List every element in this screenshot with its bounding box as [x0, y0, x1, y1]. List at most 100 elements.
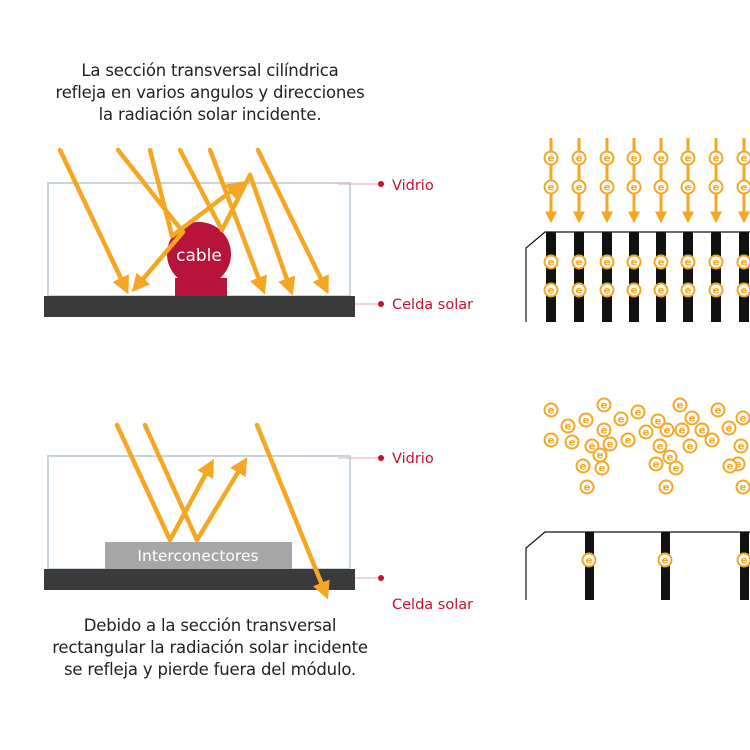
- electron-icon: e: [592, 447, 608, 463]
- electron-icon: e: [653, 282, 669, 298]
- svg-text:e: e: [685, 286, 692, 297]
- electron-icon: e: [560, 418, 576, 434]
- interconnector: [105, 542, 292, 569]
- svg-text:e: e: [589, 442, 596, 453]
- electron-icon: e: [672, 397, 688, 413]
- electron-arrows: [545, 138, 750, 224]
- ray-reflected: [131, 229, 186, 293]
- top-module: cable: [44, 147, 384, 317]
- electron-icon: e: [599, 150, 615, 166]
- svg-text:e: e: [727, 462, 734, 473]
- electron-icon: e: [682, 438, 698, 454]
- cable-bar: [656, 232, 666, 322]
- ray-reflected: [219, 172, 253, 233]
- electron-icon: e: [581, 552, 597, 568]
- cable-bar: [629, 232, 639, 322]
- svg-text:e: e: [625, 436, 632, 447]
- electron-icon: e: [735, 410, 750, 426]
- electron-icon: e: [735, 479, 750, 495]
- electron-icon: e: [626, 179, 642, 195]
- electron-icon: e: [571, 254, 587, 270]
- electron-icon: e: [543, 282, 559, 298]
- svg-text:e: e: [565, 422, 572, 433]
- bottom-glass-label: Vidrio: [392, 451, 434, 467]
- svg-text:e: e: [662, 556, 669, 567]
- electron-icon: e: [708, 179, 724, 195]
- svg-text:e: e: [631, 258, 638, 269]
- electron-icon: e: [657, 552, 673, 568]
- electron-icon: e: [684, 410, 700, 426]
- svg-text:e: e: [689, 414, 696, 425]
- svg-text:e: e: [586, 556, 593, 567]
- svg-text:e: e: [599, 464, 606, 475]
- svg-text:e: e: [741, 154, 748, 165]
- electron-icon: e: [648, 456, 664, 472]
- svg-text:e: e: [713, 183, 720, 194]
- svg-text:e: e: [685, 183, 692, 194]
- svg-text:e: e: [685, 258, 692, 269]
- svg-text:e: e: [635, 408, 642, 419]
- svg-text:e: e: [576, 258, 583, 269]
- svg-text:e: e: [713, 258, 720, 269]
- electron-icon: e: [704, 432, 720, 448]
- electron-icon: e: [652, 438, 668, 454]
- electron-icon: e: [626, 150, 642, 166]
- ray: [115, 147, 186, 235]
- bottom-caption-line-1: Debido a la sección transversal: [83, 616, 337, 635]
- bottom-glass-dot: [378, 455, 384, 461]
- svg-text:e: e: [548, 286, 555, 297]
- electron-icon: e: [578, 412, 594, 428]
- svg-text:e: e: [631, 286, 638, 297]
- svg-text:e: e: [677, 401, 684, 412]
- ray-reflected: [194, 457, 248, 543]
- svg-text:e: e: [548, 183, 555, 194]
- svg-text:e: e: [709, 436, 716, 447]
- top-caption: La sección transversal cilíndrica reflej…: [20, 60, 400, 126]
- svg-text:e: e: [713, 286, 720, 297]
- svg-text:e: e: [548, 258, 555, 269]
- top-caption-line-2: refleja en varios angulos y direcciones: [55, 83, 365, 102]
- svg-text:e: e: [657, 442, 664, 453]
- ray: [255, 147, 329, 295]
- svg-text:e: e: [607, 440, 614, 451]
- electron-icon: e: [571, 282, 587, 298]
- svg-text:e: e: [576, 154, 583, 165]
- svg-text:e: e: [741, 258, 748, 269]
- electron-icon: e: [571, 179, 587, 195]
- svg-text:e: e: [658, 154, 665, 165]
- electron-icon: e: [736, 254, 750, 270]
- svg-text:e: e: [741, 183, 748, 194]
- bottom-caption: Debido a la sección transversal rectangu…: [20, 615, 400, 681]
- electron-icon: e: [575, 458, 591, 474]
- svg-text:e: e: [601, 426, 608, 437]
- electron-icon: e: [658, 479, 674, 495]
- svg-text:e: e: [580, 462, 587, 473]
- svg-text:e: e: [715, 406, 722, 417]
- svg-text:e: e: [631, 154, 638, 165]
- top-glass-label: Vidrio: [392, 178, 434, 194]
- top-caption-line-1: La sección transversal cilíndrica: [81, 61, 339, 80]
- svg-text:e: e: [604, 183, 611, 194]
- bottom-caption-line-3: se refleja y pierde fuera del módulo.: [64, 660, 356, 679]
- cell-outline: [525, 531, 750, 600]
- cable-bars: [546, 232, 749, 322]
- bottom-caption-line-2: rectangular la radiación solar incidente: [52, 638, 368, 657]
- svg-text:e: e: [738, 442, 745, 453]
- electron-icon: e: [571, 150, 587, 166]
- bottom-solar-cell: [44, 569, 355, 590]
- electron-icon: e: [630, 404, 646, 420]
- top-rays: [57, 147, 329, 296]
- electron-icon: e: [543, 179, 559, 195]
- electron-icon: e: [599, 179, 615, 195]
- interconnector-label: Interconectores: [137, 547, 258, 565]
- ray-reflected: [167, 458, 214, 543]
- electron-icon: e: [602, 436, 618, 452]
- svg-text:e: e: [699, 426, 706, 437]
- electron-icon: e: [599, 282, 615, 298]
- svg-text:e: e: [631, 183, 638, 194]
- svg-text:e: e: [713, 154, 720, 165]
- svg-text:e: e: [601, 401, 608, 412]
